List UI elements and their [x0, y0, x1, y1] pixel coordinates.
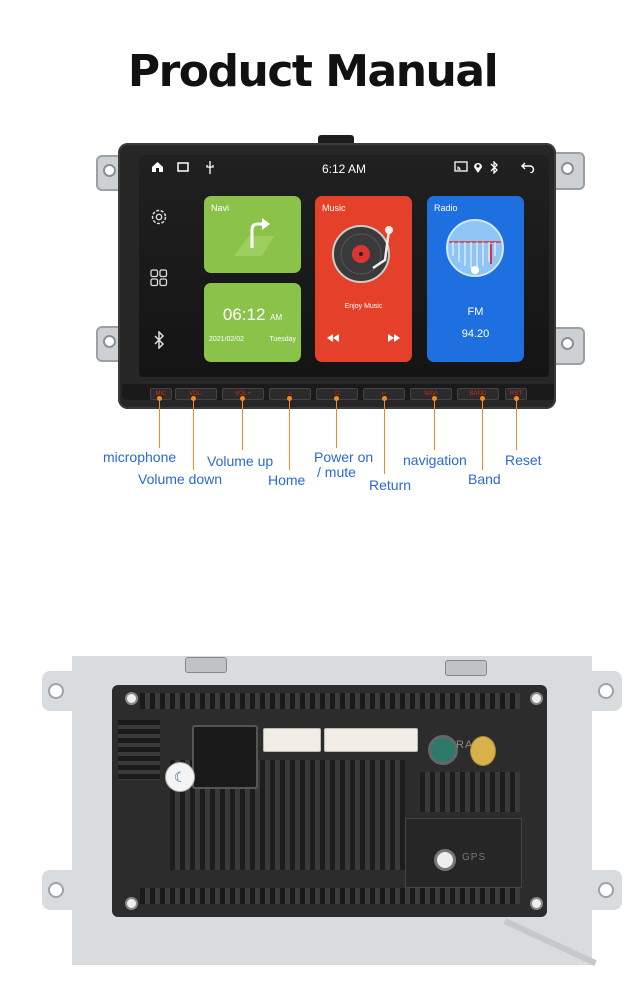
bluetooth-icon — [489, 160, 499, 177]
radio-dial-icon — [446, 219, 504, 277]
white-plug-a — [263, 728, 321, 752]
bluetooth-icon[interactable] — [147, 330, 171, 354]
clock-digits: 06:12 — [222, 305, 266, 324]
gps-port-label: GPS — [462, 852, 487, 863]
top-clip-left — [185, 657, 227, 673]
home-icon[interactable] — [151, 161, 164, 176]
callout-microphone: microphone — [103, 449, 177, 465]
mount-hole — [561, 337, 574, 350]
navi-tile-label: Navi — [211, 203, 230, 213]
clock-ampm: AM — [270, 313, 283, 322]
callout-line-volume-down — [193, 398, 194, 470]
callout-line-power — [336, 398, 337, 448]
navi-button[interactable]: NAVI — [410, 388, 452, 400]
callout-band: Band — [468, 471, 501, 487]
return-button[interactable]: ↩ — [363, 388, 405, 400]
clock-tile[interactable]: 06:12 AM 2021/02/02 Tuesday — [204, 283, 301, 362]
band-button[interactable]: BAND — [457, 388, 499, 400]
screw — [125, 692, 138, 705]
mount-hole — [598, 882, 614, 898]
bottom-vent-fins — [140, 888, 520, 904]
prev-track-icon[interactable] — [327, 329, 339, 347]
callout-line-reset — [516, 398, 517, 450]
mount-hole — [48, 882, 64, 898]
callout-power-line1: Power on — [314, 449, 374, 465]
settings-icon[interactable] — [147, 207, 171, 232]
radio-band: FM — [467, 306, 484, 318]
status-bar: 6:12 AM — [139, 155, 549, 183]
vol-down-button[interactable]: VOL- — [175, 388, 217, 400]
white-plug-b — [324, 728, 418, 752]
screw — [530, 897, 543, 910]
mount-hole — [561, 162, 574, 175]
callout-line-navigation — [434, 398, 435, 450]
music-tile[interactable]: Music Enjoy Music — [315, 196, 412, 362]
top-vent-fins — [140, 693, 520, 709]
screw — [530, 692, 543, 705]
mount-hole — [103, 335, 116, 348]
usb-icon — [205, 161, 215, 177]
next-track-icon[interactable] — [388, 329, 400, 347]
callout-line-return — [384, 398, 385, 474]
gps-antenna-port — [434, 849, 456, 871]
top-clip — [318, 135, 354, 145]
callout-line-home — [289, 398, 290, 470]
top-clip-right — [445, 660, 487, 676]
main-power-connector — [192, 725, 258, 789]
callout-volume-down: Volume down — [138, 471, 223, 487]
mount-hole — [48, 683, 64, 699]
recent-apps-icon[interactable] — [177, 161, 190, 176]
callout-return: Return — [369, 477, 412, 493]
location-icon — [473, 161, 483, 177]
touch-screen[interactable]: 6:12 AM Navi — [139, 155, 549, 377]
info-sticker: ☾ — [165, 762, 195, 792]
apps-icon[interactable] — [147, 269, 171, 292]
side-vent-fins — [118, 720, 160, 780]
gold-sticker — [470, 736, 496, 766]
callout-power-line2: / mute — [317, 464, 356, 480]
clock-tile-time: 06:12 AM — [204, 305, 301, 325]
callout-navigation: navigation — [403, 452, 467, 468]
vinyl-record-icon — [332, 225, 393, 283]
screw — [125, 897, 138, 910]
mount-hole — [103, 164, 116, 177]
callout-home: Home — [268, 472, 306, 488]
clock-time: 6:12 AM — [321, 162, 367, 176]
radio-antenna-port — [428, 735, 458, 765]
callout-reset: Reset — [505, 452, 542, 468]
radio-frequency: 94.20 — [461, 328, 490, 340]
music-tile-label: Music — [322, 203, 346, 213]
right-vent-fins — [420, 772, 520, 812]
navigation-arrow-icon — [234, 218, 274, 256]
page-title: Product Manual — [127, 46, 499, 97]
clock-tile-day: Tuesday — [269, 336, 296, 343]
back-icon[interactable] — [521, 161, 535, 176]
callout-line-volume-up — [242, 398, 243, 450]
radio-tile[interactable]: Radio FM 94.20 — [427, 196, 524, 362]
cast-icon — [454, 161, 468, 175]
music-caption: Enjoy Music — [344, 303, 383, 310]
radio-tile-label: Radio — [434, 203, 458, 213]
mount-hole — [598, 683, 614, 699]
clock-tile-date: 2021/02/02 — [209, 336, 245, 343]
callout-line-band — [482, 398, 483, 470]
gps-panel — [405, 818, 522, 888]
navi-tile[interactable]: Navi — [204, 196, 301, 273]
callout-volume-up: Volume up — [207, 453, 274, 469]
callout-line-microphone — [159, 398, 160, 448]
